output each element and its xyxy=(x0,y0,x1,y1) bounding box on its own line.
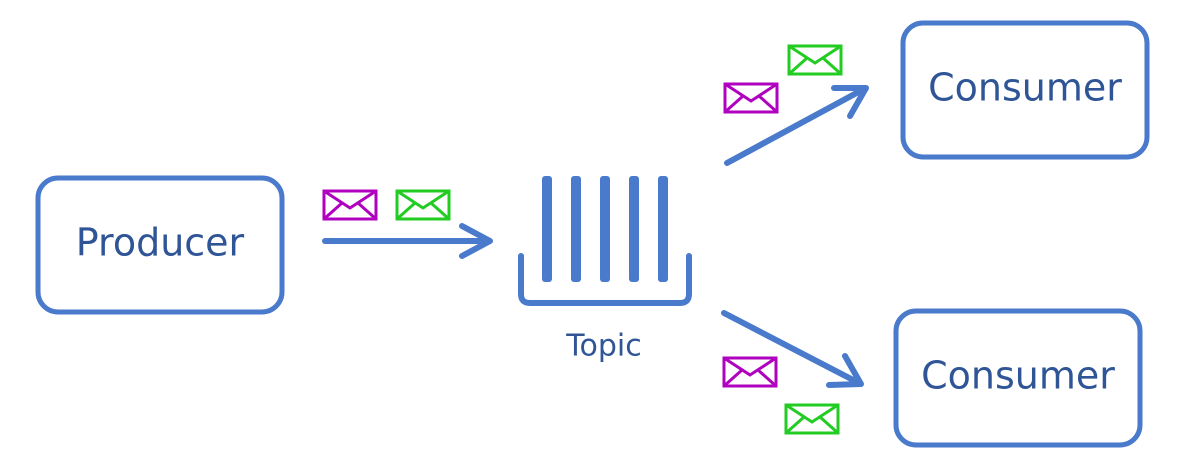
queue-bar xyxy=(571,176,581,282)
arrow-head xyxy=(831,85,869,119)
queue-bar xyxy=(542,176,552,282)
producer-box xyxy=(35,175,285,315)
queue-bar xyxy=(600,176,610,282)
envelope-icon xyxy=(722,356,778,388)
arrow-shaft xyxy=(721,310,862,386)
consumer-top-node[interactable]: Consumer xyxy=(900,20,1150,160)
topic-label: Topic xyxy=(565,329,641,364)
envelope-icon xyxy=(322,189,378,221)
topic-queue-icon xyxy=(518,176,692,306)
envelope-icon xyxy=(723,82,779,114)
envelope-icon xyxy=(787,44,843,76)
queue-bar xyxy=(658,176,668,282)
queue-tray xyxy=(518,253,692,306)
consumer-bottom-box xyxy=(893,308,1143,448)
arrow-head xyxy=(459,223,493,259)
consumer-bottom-label: Consumer xyxy=(921,354,1115,398)
producer-label: Producer xyxy=(76,221,245,265)
producer-node[interactable]: Producer xyxy=(35,175,285,315)
consumer-bottom-node[interactable]: Consumer xyxy=(893,308,1143,448)
producer-to-topic-arrow xyxy=(322,223,493,259)
topic-to-consumer-bottom-arrow xyxy=(721,310,864,388)
arrow-shaft xyxy=(724,86,867,166)
envelope-icon xyxy=(784,403,840,435)
consumer-top-box xyxy=(900,20,1150,160)
topic-node[interactable]: Topic xyxy=(518,176,692,364)
consumer-top-label: Consumer xyxy=(928,66,1122,110)
envelope-icon xyxy=(395,189,451,221)
arrow-head xyxy=(826,353,864,388)
topic-to-consumer-top-arrow xyxy=(724,85,869,166)
queue-bar xyxy=(629,176,639,282)
